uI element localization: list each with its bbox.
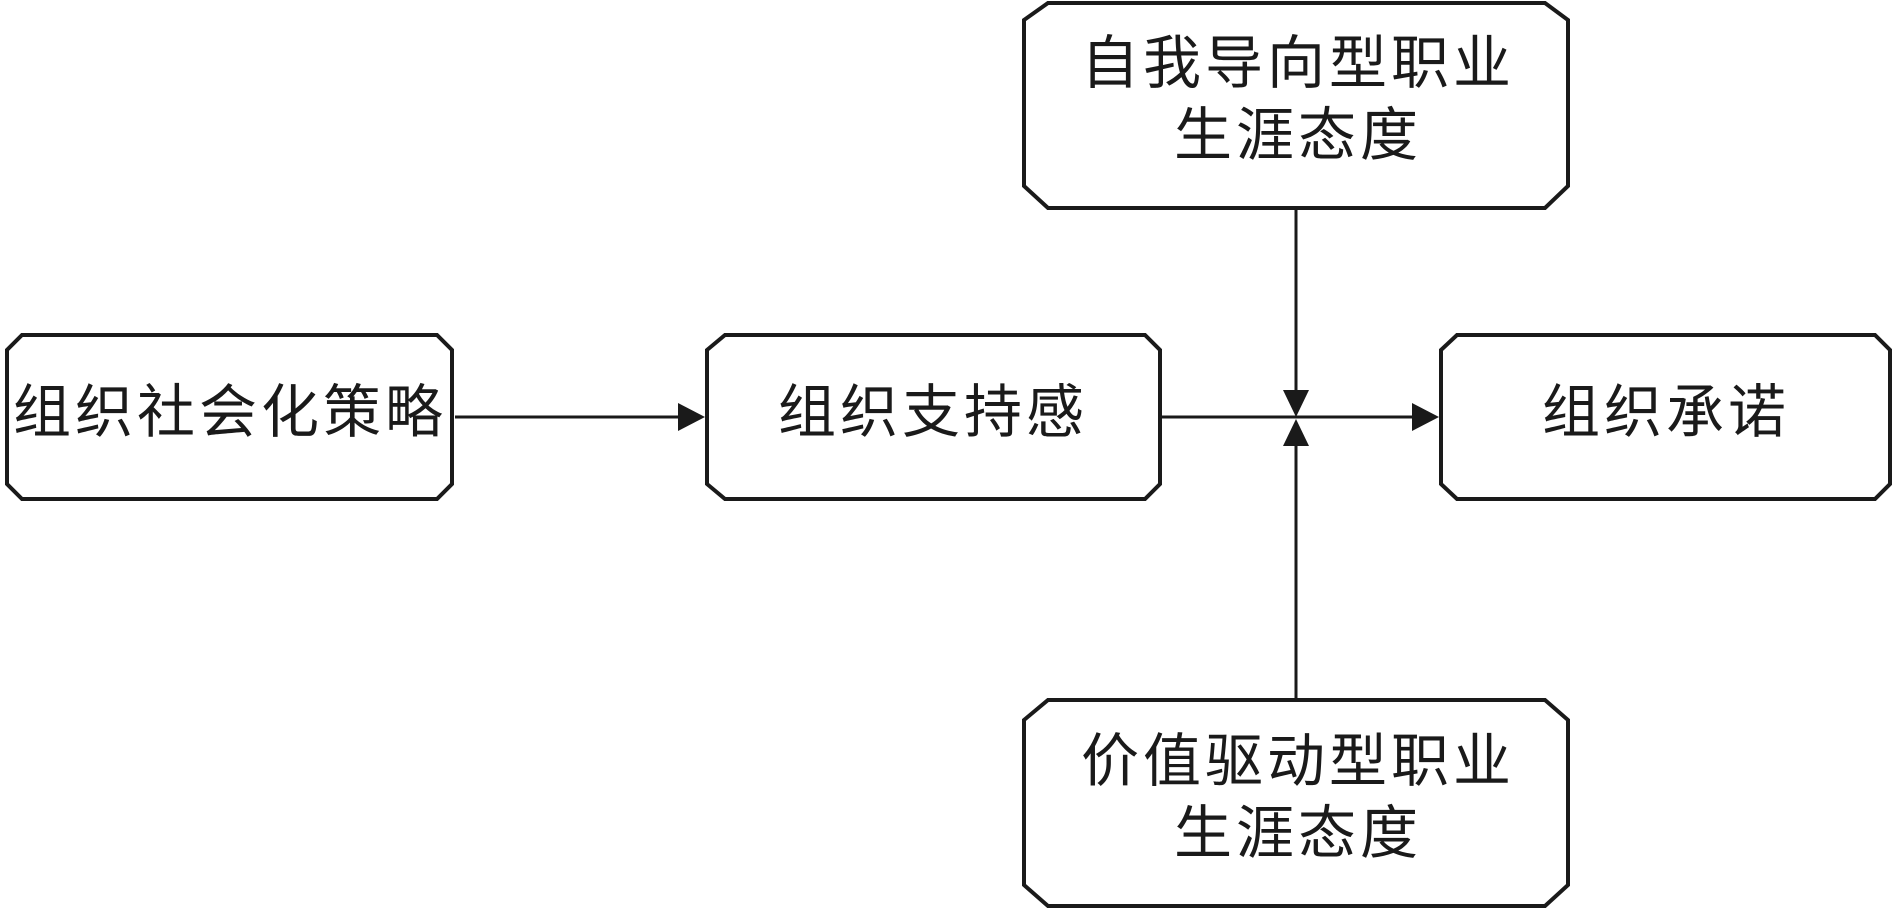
node-socialization-strategy-label: 组织社会化策略	[13, 378, 447, 446]
node-perceived-support: 组织支持感	[705, 333, 1162, 501]
node-perceived-support-label: 组织支持感	[778, 378, 1088, 446]
node-self-directed-line2: 生涯态度	[1174, 101, 1422, 169]
node-value-driven-line2: 生涯态度	[1174, 799, 1422, 867]
arrowhead-self-directed	[1283, 390, 1309, 417]
arrowhead-support	[678, 403, 705, 431]
node-value-driven-attitude: 价值驱动型职业 生涯态度	[1022, 698, 1570, 908]
node-self-directed-line1: 自我导向型职业	[1081, 29, 1515, 97]
arrowhead-value-driven	[1283, 419, 1309, 446]
node-socialization-strategy: 组织社会化策略	[5, 333, 454, 501]
arrowhead-commitment	[1412, 403, 1439, 431]
node-self-directed-attitude: 自我导向型职业 生涯态度	[1022, 1, 1570, 210]
node-value-driven-line1: 价值驱动型职业	[1081, 727, 1515, 795]
node-organizational-commitment: 组织承诺	[1439, 333, 1892, 501]
node-organizational-commitment-label: 组织承诺	[1542, 378, 1790, 446]
